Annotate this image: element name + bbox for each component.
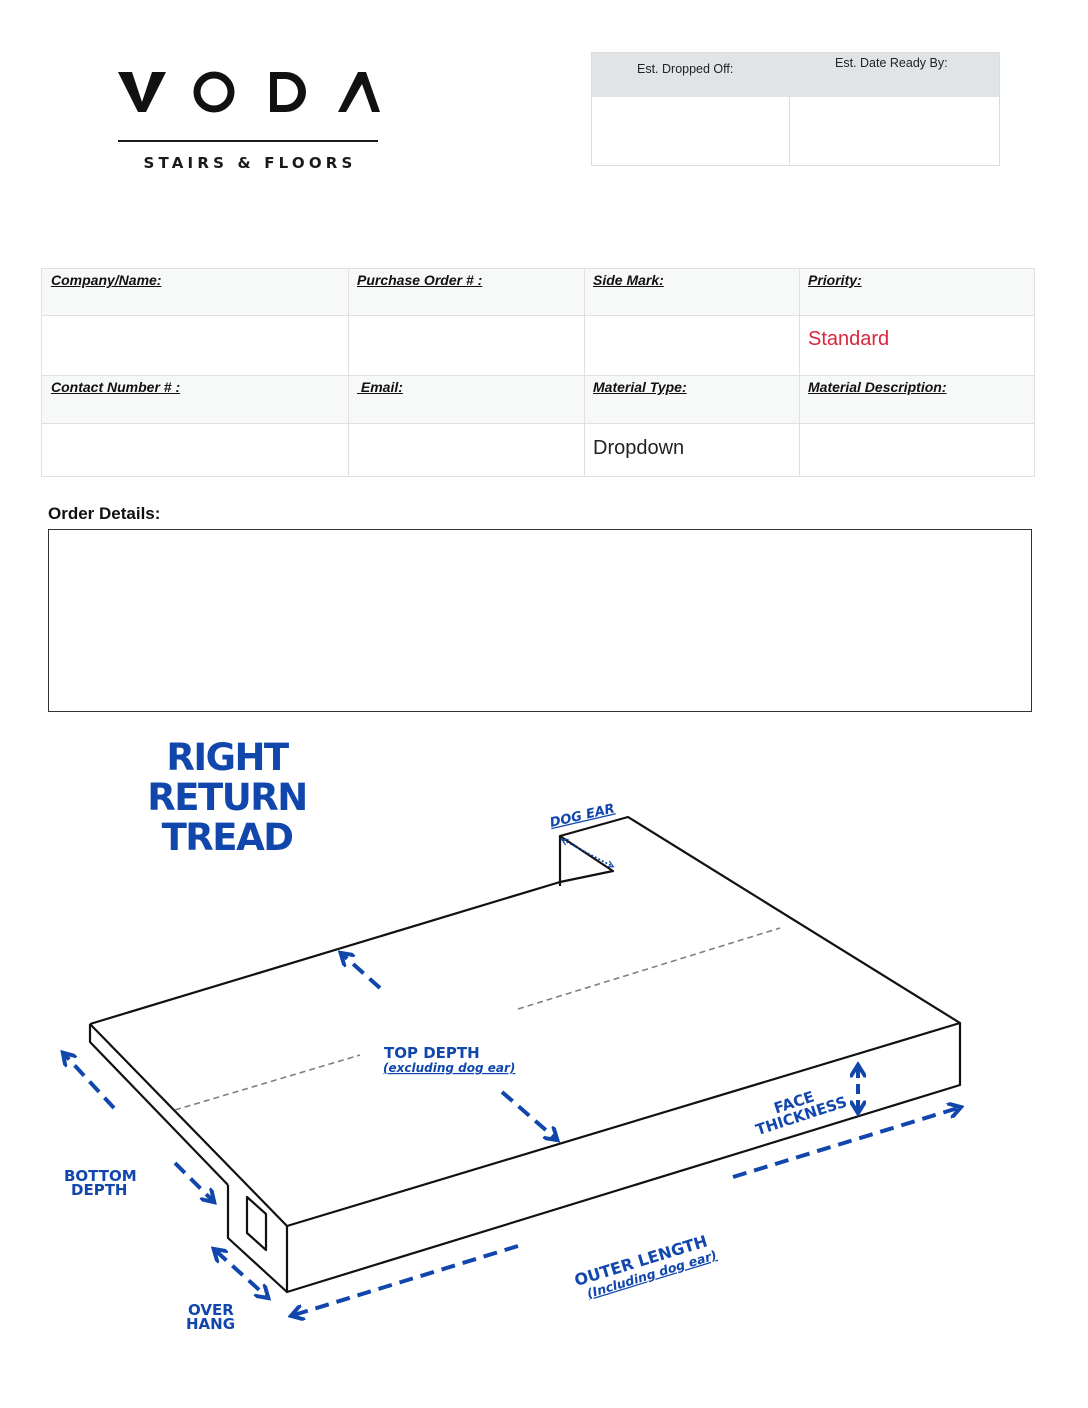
material-description-label: Material Description: — [808, 379, 947, 395]
purchase-order-label: Purchase Order # : — [357, 272, 483, 288]
logo-divider — [118, 140, 378, 142]
diagram-title-line1: RIGHT RETURN — [147, 736, 308, 819]
contact-number-field[interactable] — [42, 424, 348, 477]
overhang-label-2: HANG — [186, 1315, 235, 1333]
column-divider — [789, 97, 790, 166]
column-divider — [799, 269, 800, 476]
top-depth-label: TOP DEPTH — [384, 1044, 480, 1062]
order-details-label: Order Details: — [48, 504, 161, 523]
value-row-1: Standard — [42, 316, 1034, 376]
dimension-arrows — [65, 840, 958, 1315]
header-row-2: Contact Number # : Email: Material Type:… — [42, 376, 1034, 424]
est-ready-by-label: Est. Date Ready By: — [835, 56, 948, 70]
company-logo: STAIRS & FLOORS — [118, 66, 380, 176]
est-ready-by-field[interactable] — [790, 97, 1000, 166]
value-row-2: Dropdown — [42, 424, 1034, 477]
overhang-label-1: OVER — [188, 1301, 234, 1319]
right-return-tread-diagram: DOG EAR TOP DEPTH (excluding dog ear) FA… — [0, 801, 1088, 1333]
diagram-title: RIGHT RETURN TREAD — [86, 738, 368, 858]
company-name-field[interactable] — [42, 316, 348, 375]
estimated-dates-body — [592, 97, 999, 166]
material-type-value: Dropdown — [593, 437, 685, 459]
estimated-dates-header: Est. Dropped Off: Est. Date Ready By: — [592, 53, 999, 97]
priority-label: Priority: — [808, 272, 862, 288]
side-mark-label: Side Mark: — [593, 272, 664, 288]
priority-dropdown[interactable]: Standard — [800, 316, 1035, 375]
bottom-depth-label-2: DEPTH — [71, 1181, 127, 1199]
header-row-1: Company/Name: Purchase Order # : Side Ma… — [42, 269, 1034, 316]
material-type-dropdown[interactable]: Dropdown — [585, 424, 799, 477]
top-depth-note: (excluding dog ear) — [383, 1061, 515, 1075]
purchase-order-field[interactable] — [349, 316, 584, 375]
diagram-title-line2: TREAD — [161, 816, 294, 859]
email-label: Email: — [357, 379, 403, 395]
column-divider — [584, 269, 585, 476]
contact-number-label: Contact Number # : — [51, 379, 181, 395]
estimated-dates-table: Est. Dropped Off: Est. Date Ready By: — [591, 52, 1000, 166]
side-mark-field[interactable] — [585, 316, 799, 375]
est-dropped-off-label: Est. Dropped Off: — [637, 62, 734, 76]
est-dropped-off-field[interactable] — [592, 97, 789, 166]
priority-value: Standard — [808, 328, 890, 350]
bottom-depth-label-1: BOTTOM — [64, 1167, 137, 1185]
column-divider — [348, 269, 349, 476]
material-type-label: Material Type: — [593, 379, 687, 395]
voda-wordmark — [118, 71, 380, 113]
tread-outline — [88, 815, 962, 1294]
email-field[interactable] — [349, 424, 584, 477]
company-name-label: Company/Name: — [51, 272, 162, 288]
material-description-field[interactable] — [800, 424, 1035, 477]
dog-ear-label: DOG EAR — [549, 801, 617, 830]
logo-tagline: STAIRS & FLOORS — [143, 154, 357, 172]
order-info-table: Company/Name: Purchase Order # : Side Ma… — [41, 268, 1035, 477]
fold-lines — [174, 927, 781, 1111]
order-details-textarea[interactable] — [48, 529, 1032, 712]
